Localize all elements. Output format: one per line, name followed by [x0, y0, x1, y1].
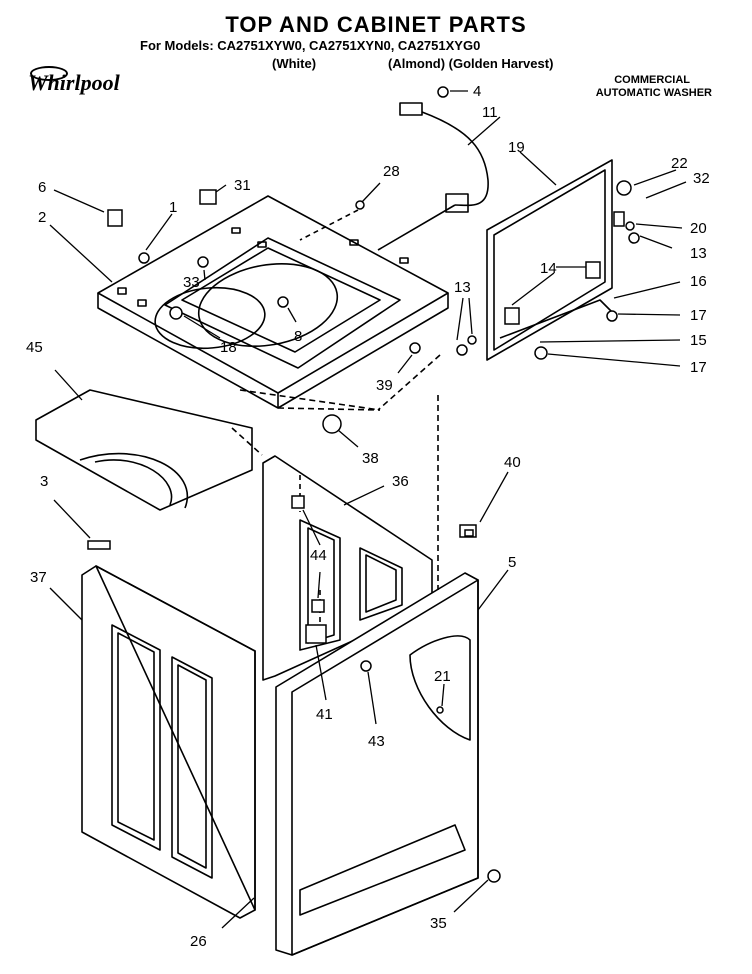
callout-35: 35 [430, 915, 447, 932]
callout-22: 22 [671, 155, 688, 172]
screw-icon [409, 342, 421, 354]
diagram-title: TOP AND CABINET PARTS [225, 12, 527, 37]
screw-icon [467, 335, 477, 345]
lid-stop-icon [169, 306, 183, 320]
variant-white: (White) [272, 56, 317, 71]
callout-18: 18 [220, 339, 237, 356]
callout-2: 2 [38, 209, 46, 226]
left-side-panel [81, 565, 256, 919]
callout-36: 36 [392, 473, 409, 490]
lid-clip-icon [613, 211, 625, 227]
bumper-icon [606, 310, 618, 322]
plug-button-icon [322, 414, 342, 434]
callout-43: 43 [368, 733, 385, 750]
clip-icon [199, 189, 217, 205]
callout-26: 26 [190, 933, 207, 950]
callout-39: 39 [376, 377, 393, 394]
callout-31: 31 [234, 177, 251, 194]
variant-others: (Almond) (Golden Harvest) [388, 56, 554, 71]
callout-19: 19 [508, 139, 525, 156]
category-line2: AUTOMATIC WASHER [595, 87, 712, 99]
callout-28: 28 [383, 163, 400, 180]
bumper-icon [616, 180, 632, 196]
callout-37: 37 [30, 569, 47, 586]
callout-13b: 13 [690, 245, 707, 262]
screw-icon [437, 86, 449, 98]
screw-icon [138, 252, 150, 264]
screw-icon [436, 706, 444, 714]
cable-tie-icon [464, 529, 474, 537]
callout-4: 4 [473, 83, 481, 100]
callout-14: 14 [540, 260, 557, 277]
hinge-icon [504, 307, 520, 325]
callout-3: 3 [40, 473, 48, 490]
category-line1: COMMERCIAL [614, 74, 690, 86]
callout-20: 20 [690, 220, 707, 237]
lid-hinge-rod [499, 299, 613, 339]
bumper-icon [534, 346, 548, 360]
callout-38: 38 [362, 450, 379, 467]
callout-15: 15 [690, 332, 707, 349]
hinge-icon [585, 261, 601, 279]
screw-icon [360, 660, 372, 672]
screw-icon [487, 869, 501, 883]
bracket-icon [305, 624, 327, 644]
splash-guard [35, 389, 253, 511]
callout-17b: 17 [690, 359, 707, 376]
callout-44: 44 [310, 547, 327, 564]
models-line: For Models: CA2751XYW0, CA2751XYN0, CA27… [140, 38, 481, 53]
callout-8: 8 [294, 328, 302, 345]
nut-icon [291, 495, 305, 509]
washer-top-panel [97, 195, 449, 409]
callout-1: 1 [169, 199, 177, 216]
brand-logo: Whirlpool [28, 70, 120, 95]
callout-21: 21 [434, 668, 451, 685]
callout-11: 11 [482, 104, 498, 121]
callout-16: 16 [690, 273, 707, 290]
screw-icon [625, 221, 635, 231]
callout-6: 6 [38, 179, 46, 196]
callout-41: 41 [316, 706, 333, 723]
callout-40: 40 [504, 454, 521, 471]
lid-switch-harness [399, 102, 489, 213]
front-panel [275, 572, 479, 956]
callout-33: 33 [183, 274, 200, 291]
callout-45: 45 [26, 339, 43, 356]
screw-icon [277, 296, 289, 308]
clip-icon [107, 209, 123, 227]
nut-icon [311, 599, 325, 613]
callout-32: 32 [693, 170, 710, 187]
clip-icon [87, 540, 111, 550]
callout-5: 5 [508, 554, 516, 571]
logo-swoosh-icon [30, 66, 68, 81]
callout-13a: 13 [454, 279, 471, 296]
screw-icon [355, 200, 365, 210]
bumper-icon [197, 256, 209, 268]
screw-icon [628, 232, 640, 244]
callout-17a: 17 [690, 307, 707, 324]
screw-icon [456, 344, 468, 356]
